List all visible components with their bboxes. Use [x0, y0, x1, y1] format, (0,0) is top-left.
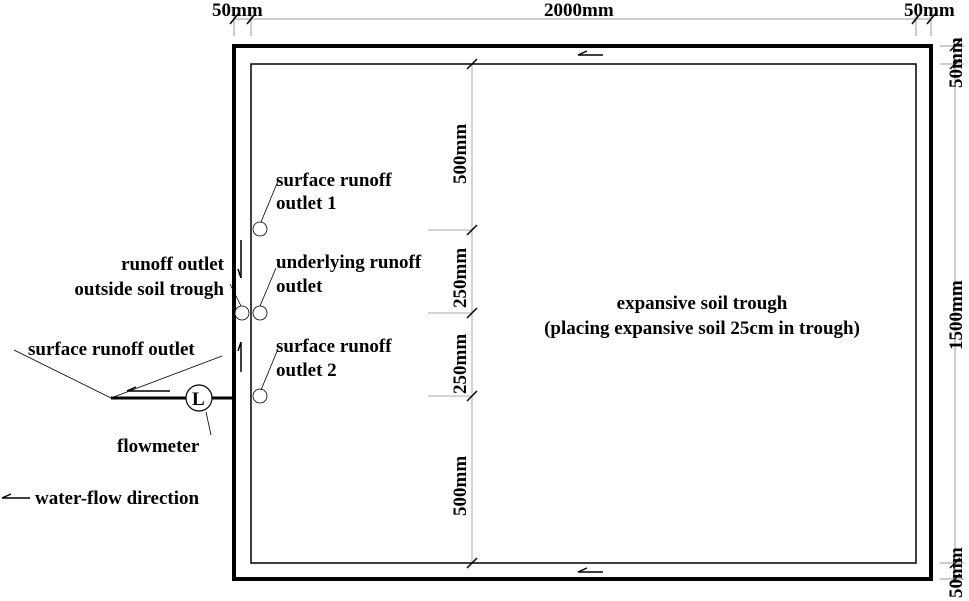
dim-right-bottom-wall: 50mm [946, 547, 967, 598]
dim-inner-mid-upper: 250mm [450, 248, 471, 308]
bottom-flow-arrow [577, 567, 603, 573]
label-runoff-outside-line1: runoff outlet [121, 254, 225, 275]
runoff-outside-outlet-circle [234, 305, 250, 321]
left-wall-flow-arrow-upper [237, 240, 242, 279]
left-wall-flow-arrow-lower [237, 341, 242, 372]
pipe-flow-arrow [126, 386, 170, 392]
top-flow-arrow [577, 50, 603, 56]
dim-top-left-wall: 50mm [212, 0, 263, 21]
inner-dimension-line [428, 58, 478, 569]
leader-flowmeter [205, 411, 212, 436]
dim-top-right-wall: 50mm [904, 0, 955, 21]
legend-arrowhead [1, 493, 12, 499]
leader-outlet-1 [260, 180, 279, 223]
dim-top-length: 2000mm [544, 0, 614, 21]
label-underlying-line1: underlying runoff [276, 252, 422, 273]
dim-inner-mid-lower: 250mm [450, 334, 471, 394]
trough-subtitle: (placing expansive soil 25cm in trough) [544, 318, 860, 339]
dim-right-width: 1500mm [946, 280, 967, 350]
leader-surface-runoff-outlet-a [13, 349, 112, 399]
label-water-flow-direction: water-flow direction [35, 488, 200, 509]
flowmeter-icon [185, 384, 213, 412]
label-surface-outlet-1-line2: outlet 1 [276, 193, 337, 214]
label-underlying-line2: outlet [276, 276, 323, 297]
flowmeter-symbol: L [192, 389, 205, 410]
dim-inner-lower: 500mm [450, 456, 471, 516]
outer-trough-wall [232, 44, 933, 581]
inner-trough-wall [250, 63, 917, 564]
label-surface-outlet-2-line1: surface runoff [276, 336, 392, 357]
underlying-runoff-outlet-circle [252, 305, 268, 321]
right-dimension-line [940, 40, 964, 585]
label-surface-runoff-outlet: surface runoff outlet [28, 339, 195, 360]
leader-outlet-2 [260, 348, 279, 391]
dim-inner-upper: 500mm [450, 124, 471, 184]
label-flowmeter: flowmeter [117, 436, 200, 457]
leader-underlying [259, 267, 277, 307]
leader-surface-runoff-outlet-b [110, 355, 223, 399]
dim-right-top-wall: 50mm [946, 37, 967, 88]
trough-title: expansive soil trough [617, 293, 788, 314]
top-dimension-line [229, 12, 936, 36]
label-runoff-outside-line2: outside soil trough [74, 279, 224, 300]
surface-runoff-outlet-2-circle [252, 388, 268, 404]
surface-runoff-outlet-1-circle [252, 221, 268, 237]
label-surface-outlet-2-line2: outlet 2 [276, 360, 337, 381]
leader-outside [229, 283, 242, 307]
label-surface-outlet-1-line1: surface runoff [276, 170, 392, 191]
